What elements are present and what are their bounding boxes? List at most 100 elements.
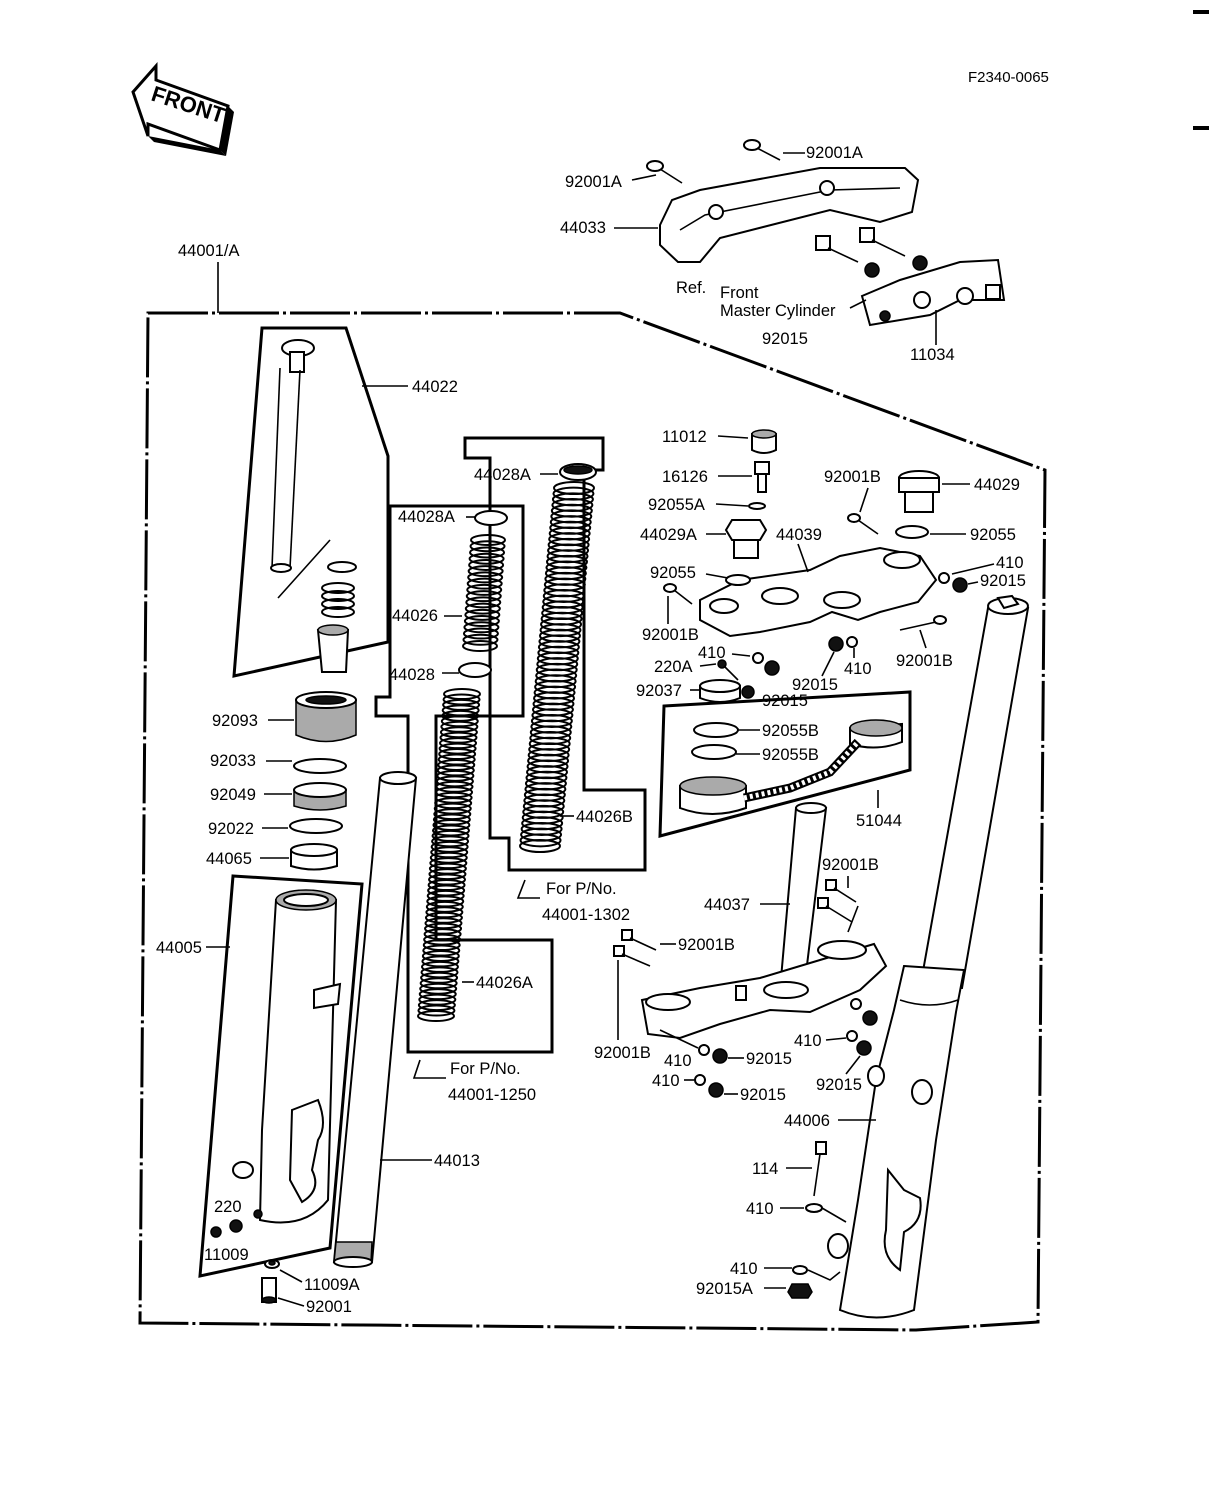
spring-coil-turn [462,633,499,646]
box-44001-1250 [374,504,554,1054]
label-410-g: 410 [746,1200,774,1218]
screw-220 [210,1219,243,1238]
label-92001B-d: 92001B [822,856,879,874]
label-16126: 16126 [662,468,708,486]
spring-coil-turn [469,546,506,559]
damper-rod-44022 [270,339,357,673]
spring-coil-turn [464,608,501,621]
label-92055A: 92055A [648,496,705,514]
label-44028A-inner: 44028A [398,508,455,526]
inner-tube-44013 [332,771,418,1268]
spring-coil-turn [466,583,503,596]
collar-92037 [699,679,755,703]
label-92055B-b: 92055B [762,746,819,764]
note-1250-line1: For P/No. [450,1060,521,1078]
label-220A: 220A [654,658,693,676]
note-1302-line2: 44001-1302 [542,906,630,924]
nut-92015A [787,1283,813,1299]
leader-92015A-fork [807,1269,841,1281]
leader-92001B-c [919,629,927,649]
right-fork-44006 [827,594,1030,1319]
spring-coil-turn [468,552,505,565]
spring-44026B [519,481,595,853]
seat-44028 [458,662,492,678]
bolts-92001B-d [817,879,857,923]
leader-11009A [279,1269,303,1283]
screw-220A [717,659,739,681]
label-92001: 92001 [306,1298,352,1316]
label-92015-e: 92015 [740,1086,786,1104]
label-220: 220 [214,1198,242,1216]
washer-410-g [805,1203,823,1213]
spring-coil-turn [519,833,562,848]
leader-410-f [825,1037,847,1041]
leader-410-a [951,563,995,575]
leader-410-b [731,653,751,657]
label-44028A-outer: 44028A [474,466,531,484]
leader-114-to-fork [821,1207,847,1223]
ring-92055-right [895,525,929,539]
note-arrow-1250 [412,1059,446,1079]
outer-tube-44005 [232,889,342,1224]
label-410-d: 410 [664,1052,692,1070]
bolts-11034 [815,227,928,278]
clamp-11034 [860,258,1006,327]
oil-seal-92049 [293,782,347,811]
ring-92055A [748,502,766,510]
upper-bracket-44039 [699,546,938,638]
spring-44026 [462,534,506,652]
ref-line3: Master Cylinder [720,302,836,320]
spring-coil-turn [464,602,501,615]
bolt-92001B-c [899,615,947,631]
label-44033: 44033 [560,219,606,237]
bolt-114 [813,1141,827,1197]
label-44006: 44006 [784,1112,830,1130]
label-92055B-a: 92055B [762,722,819,740]
label-11009A: 11009A [304,1276,360,1294]
leader-92055A [715,503,749,507]
label-44026: 44026 [392,607,438,625]
gasket-11009A [264,1259,280,1269]
leader-ref [849,299,867,309]
label-92015-d: 92015 [746,1050,792,1068]
label-44026B: 44026B [576,808,633,826]
label-11012: 11012 [662,428,707,446]
ring-92055B-a [693,722,739,738]
leader-92001 [277,1297,305,1307]
label-410-e: 410 [652,1072,680,1090]
leader-92015-a [967,581,979,585]
assembly-outline [138,311,1047,1332]
spring-coil-turn [466,577,503,590]
washer-410-f [850,998,862,1010]
spring-coil-turn [468,558,505,571]
box-51044 [658,690,912,838]
bushing-44065 [290,843,338,871]
leader-92055-left [705,573,729,579]
leader-44039 [797,543,809,573]
label-92055-right: 92055 [970,526,1016,544]
nut-92015-a [952,577,968,593]
note-1302-line1: For P/No. [546,880,617,898]
label-92093: 92093 [212,712,258,730]
box-44005 [198,874,364,1278]
label-92015-a: 92015 [980,572,1026,590]
hose-51044 [679,719,903,815]
bolts-92001B-e [613,929,657,967]
assembly-label: 44001/A [178,242,239,260]
label-92001B-e: 92001B [678,936,735,954]
label-92037: 92037 [636,682,682,700]
label-92015-c: 92015 [762,330,808,348]
label-410-b: 410 [698,644,726,662]
label-44028: 44028 [389,666,435,684]
label-92001B-b: 92001B [642,626,699,644]
cap-11012 [751,429,777,454]
cap-bolt-44029A [724,519,768,559]
note-arrow-1302 [516,879,540,899]
bolt-92001A-top [743,139,781,161]
nut-92015-f [856,1040,872,1056]
label-44013: 44013 [434,1152,480,1170]
spring-coil-turn [465,590,502,603]
ref-line2: Front [720,284,759,302]
leader-from-bracket [659,1029,699,1049]
spring-44026A [417,688,481,1022]
